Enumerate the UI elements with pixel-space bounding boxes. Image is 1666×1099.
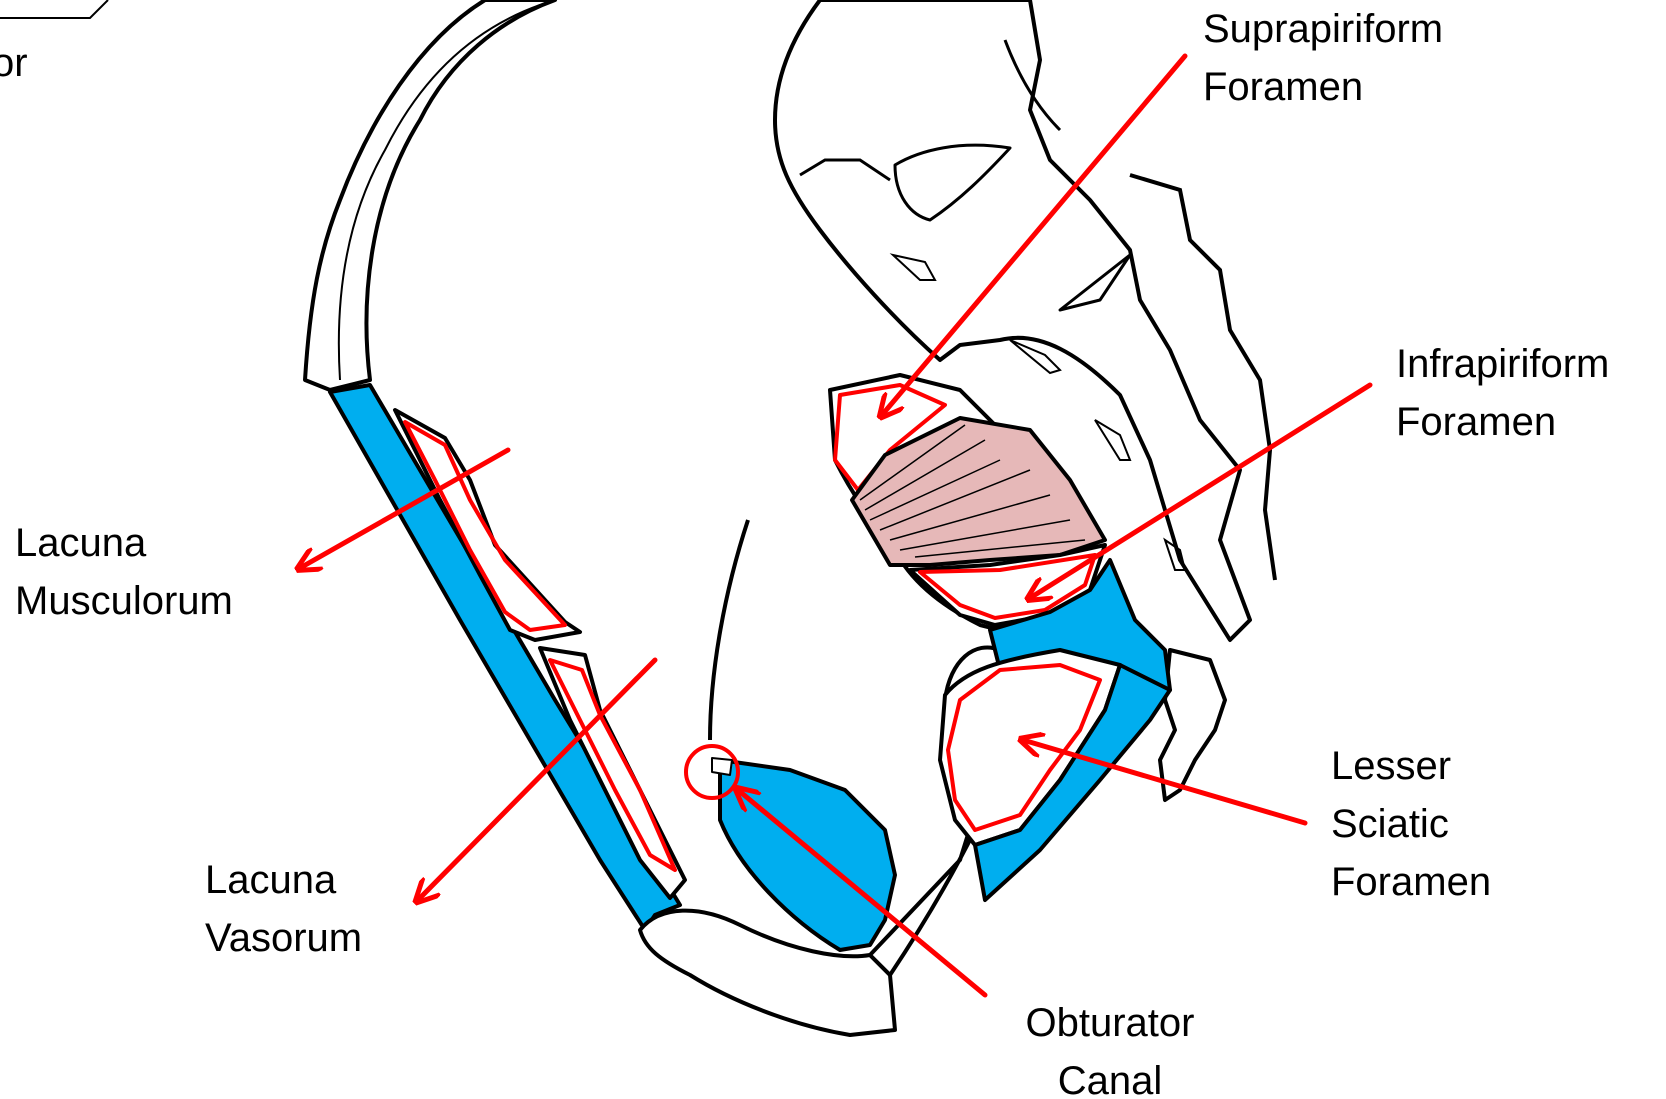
label-lesser-sciatic-line-2: Sciatic [1331, 802, 1449, 846]
sacral-foramen-mark-3 [1095, 420, 1130, 460]
label-lesser-sciatic-line-3: Foramen [1331, 860, 1491, 904]
label-obturator-canal: Obturator Canal [1026, 1001, 1195, 1099]
label-lacuna-musculorum-line-1: Lacuna [15, 521, 147, 565]
obturator-foramen [720, 760, 895, 950]
obturator-canal-notch [712, 758, 732, 775]
label-partial-top-left: or [0, 41, 28, 85]
label-infrapiriform-line-1: Infrapiriform [1396, 342, 1609, 386]
label-lacuna-musculorum: Lacuna Musculorum [15, 521, 233, 623]
obturator-groove-line [710, 520, 748, 740]
label-lesser-sciatic-line-1: Lesser [1331, 744, 1451, 788]
label-infrapiriform-line-2: Foramen [1396, 400, 1556, 444]
label-lacuna-vasorum: Lacuna Vasorum [205, 858, 362, 960]
label-lacuna-vasorum-line-2: Vasorum [205, 916, 362, 960]
label-suprapiriform-line-2: Foramen [1203, 65, 1363, 109]
label-suprapiriform-line-1: Suprapiriform [1203, 7, 1443, 51]
inguinal-ligament [330, 385, 680, 930]
label-suprapiriform: Suprapiriform Foramen [1203, 7, 1443, 109]
label-obturator-canal-line-2: Canal [1058, 1059, 1163, 1099]
label-obturator-canal-line-1: Obturator [1026, 1001, 1195, 1045]
label-lacuna-vasorum-line-1: Lacuna [205, 858, 337, 902]
ilium-outline [305, 0, 555, 390]
label-lacuna-musculorum-line-2: Musculorum [15, 579, 233, 623]
partial-shape-top-left [0, 0, 108, 18]
label-lesser-sciatic: Lesser Sciatic Foramen [1331, 744, 1491, 904]
label-infrapiriform: Infrapiriform Foramen [1396, 342, 1609, 444]
